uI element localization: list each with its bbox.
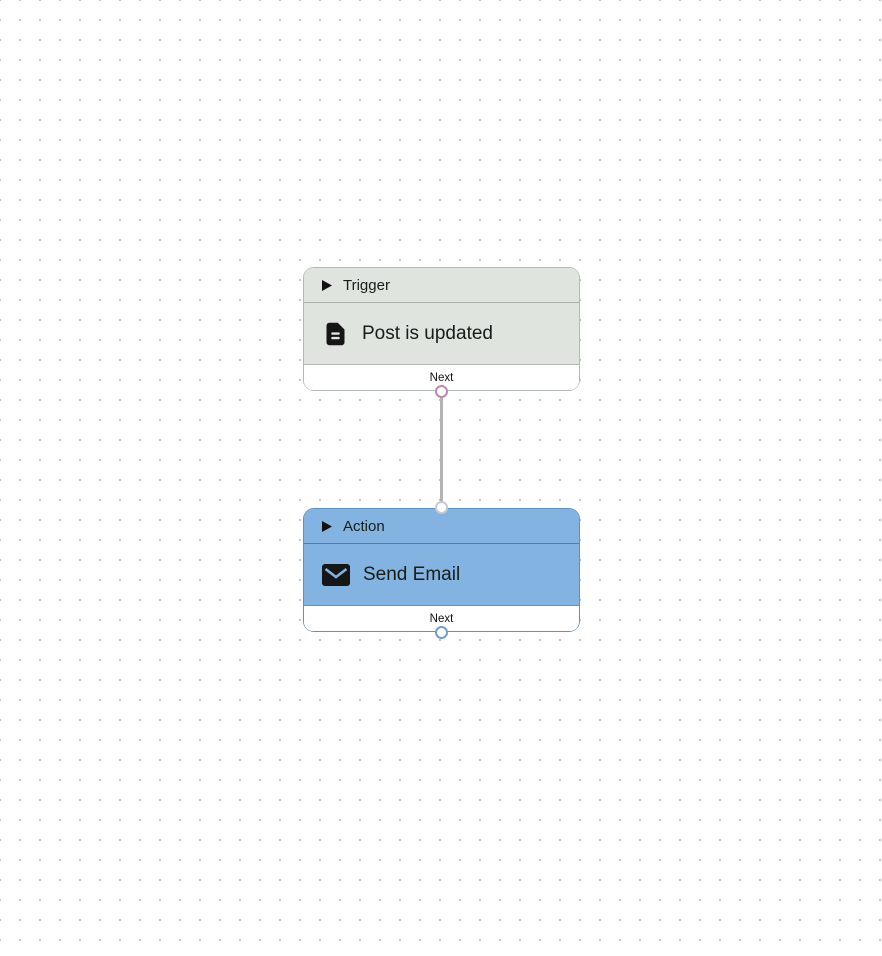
trigger-node[interactable]: Trigger Post is updated Next <box>303 267 580 398</box>
action-next-label: Next <box>429 612 454 625</box>
action-output-port[interactable] <box>435 626 448 639</box>
action-input-port[interactable] <box>435 501 448 514</box>
trigger-next-label: Next <box>429 371 454 384</box>
collapse-triangle-icon[interactable] <box>322 520 332 532</box>
collapse-triangle-icon[interactable] <box>322 279 332 291</box>
action-node-body[interactable]: Send Email <box>304 544 579 606</box>
action-kind-label: Action <box>343 517 385 535</box>
trigger-title: Post is updated <box>362 322 493 344</box>
trigger-node-body[interactable]: Post is updated <box>304 303 579 365</box>
mail-icon <box>322 563 350 586</box>
trigger-kind-label: Trigger <box>343 276 390 294</box>
trigger-output-port[interactable] <box>435 385 448 398</box>
connector-edge[interactable] <box>440 395 443 507</box>
action-node-header[interactable]: Action <box>304 509 579 544</box>
trigger-node-header[interactable]: Trigger <box>304 268 579 303</box>
document-icon <box>322 320 349 348</box>
action-title: Send Email <box>363 563 461 585</box>
action-node[interactable]: Action Send Email Next <box>303 501 580 639</box>
